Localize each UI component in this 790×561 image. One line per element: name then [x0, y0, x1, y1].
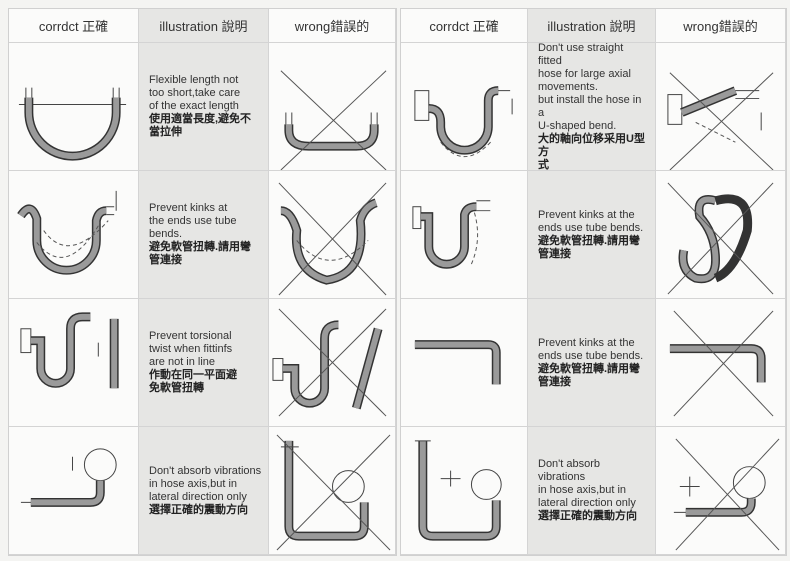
illustration-cell: Don't use straight fitted hose for large…	[528, 43, 656, 171]
illustration-zh: 大的軸向位移采用U型方 式	[538, 132, 645, 171]
header-correct: corrdct 正確	[9, 9, 139, 43]
illustration-zh: 選擇正確的震動方向	[149, 503, 248, 516]
illustration-en: Don't absorb vibrations in hose axis,but…	[538, 458, 636, 509]
header-correct: corrdct 正確	[401, 9, 528, 43]
wrong-diagram-s-kink	[656, 171, 786, 299]
illustration-cell: Don't absorb vibrations in hose axis,but…	[528, 427, 656, 555]
illustration-cell: Prevent kinks at the ends use tube bends…	[528, 299, 656, 427]
illustration-en: Prevent kinks at the ends use tube bends…	[538, 336, 644, 362]
correct-diagram-tube-bends	[401, 171, 528, 299]
hose-installation-table-left: corrdct 正確 illustration 說明 wrong錯誤的 Flex…	[8, 8, 397, 556]
header-wrong: wrong錯誤的	[656, 9, 786, 43]
illustration-zh: 選擇正確的震動方向	[538, 510, 637, 522]
header-illustration: illustration 說明	[139, 9, 269, 43]
illustration-cell: Prevent kinks at the ends use tube bends…	[528, 171, 656, 299]
illustration-en: Flexible length not too short,take care …	[149, 74, 241, 112]
correct-diagram-in-plane	[9, 299, 139, 427]
illustration-en: Prevent torsional twist when fittinfs ar…	[149, 330, 233, 368]
correct-diagram-u-bend-axial	[401, 43, 528, 171]
illustration-cell: Flexible length not too short,take care …	[139, 43, 269, 171]
illustration-zh: 使用適當長度,避免不 當拉伸	[149, 113, 252, 138]
hose-installation-table-right: corrdct 正確 illustration 說明 wrong錯誤的 Don'…	[400, 8, 787, 556]
wrong-diagram-elbow-kink	[656, 299, 786, 427]
illustration-cell: Don't absorb vibrations in hose axis,but…	[139, 427, 269, 555]
correct-diagram-tube-bends	[9, 171, 139, 299]
wrong-diagram-torsion	[269, 299, 396, 427]
illustration-zh: 避免軟管扭轉.請用彎 管連接	[538, 362, 641, 388]
wrong-diagram-short-length	[269, 43, 396, 171]
wrong-diagram-straight-axial	[656, 43, 786, 171]
illustration-en: Don't use straight fitted hose for large…	[538, 43, 642, 132]
illustration-cell: Prevent kinks at the ends use tube bends…	[139, 171, 269, 299]
header-illustration: illustration 說明	[528, 9, 656, 43]
illustration-zh: 避免軟管扭轉.請用彎 管連接	[538, 234, 641, 260]
wrong-diagram-kinked-ends	[269, 171, 396, 299]
illustration-zh: 作動在同一平面避 免軟管扭轉	[149, 369, 237, 394]
header-wrong: wrong錯誤的	[269, 9, 396, 43]
illustration-en: Prevent kinks at the ends use tube bends…	[149, 202, 237, 240]
correct-diagram-lateral-vibration	[401, 427, 528, 555]
illustration-en: Don't absorb vibrations in hose axis,but…	[149, 464, 262, 503]
illustration-cell: Prevent torsional twist when fittinfs ar…	[139, 299, 269, 427]
illustration-zh: 避免軟管扭轉.請用彎 管連接	[149, 241, 252, 266]
wrong-diagram-axial-vibration	[269, 427, 396, 555]
correct-diagram-elbow	[401, 299, 528, 427]
correct-diagram-exact-length	[9, 43, 139, 171]
wrong-diagram-axial-vibration	[656, 427, 786, 555]
correct-diagram-lateral-vibration	[9, 427, 139, 555]
illustration-en: Prevent kinks at the ends use tube bends…	[538, 208, 644, 234]
